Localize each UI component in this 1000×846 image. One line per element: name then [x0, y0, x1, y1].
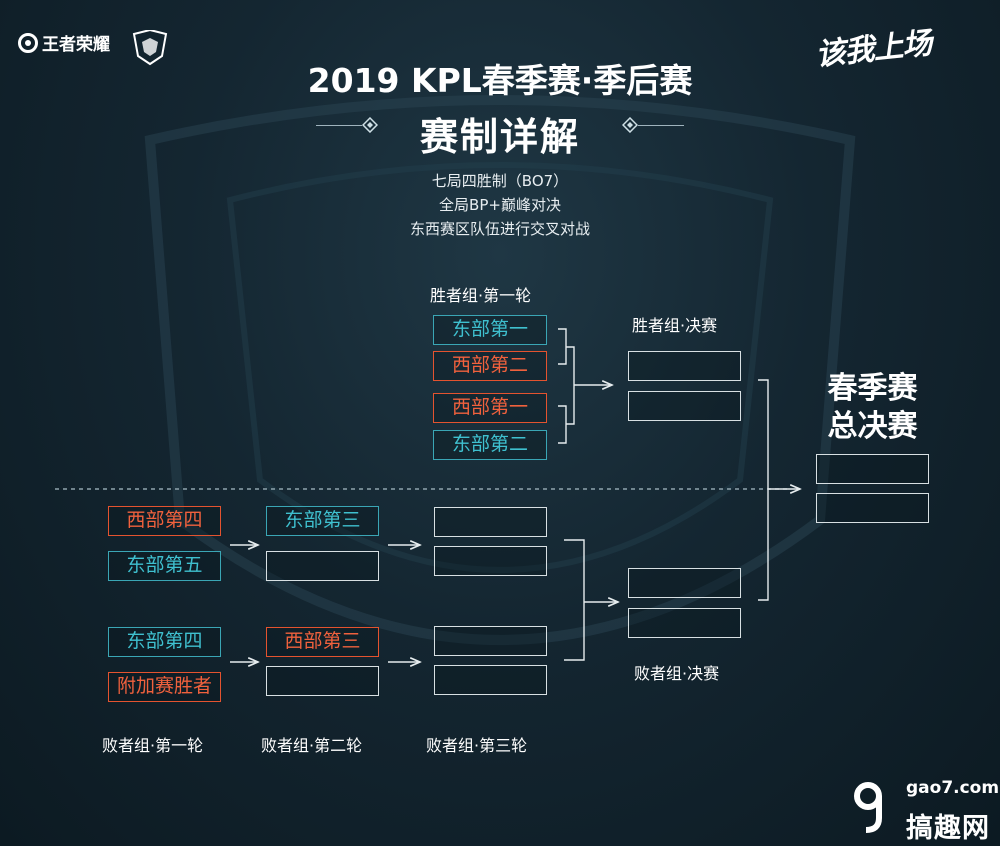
losers-r2-slot-3: 西部第三 [266, 627, 379, 657]
losers-final-slot-1 [628, 568, 741, 598]
grand-final-slot-1 [816, 454, 929, 484]
rule-line-3: 东西赛区队伍进行交叉对战 [409, 220, 590, 238]
losers-r1-slot-3: 东部第四 [108, 627, 221, 657]
label-winners-r1: 胜者组·第一轮 [430, 286, 532, 305]
rule-line-1: 七局四胜制（BO7） [431, 172, 569, 190]
losers-r3-slot-1 [434, 507, 547, 537]
title-divider-left [316, 125, 362, 126]
losers-r1-slot-2: 东部第五 [108, 551, 221, 581]
losers-r3-slot-4 [434, 665, 547, 695]
grand-final-title-2: 总决赛 [827, 409, 918, 444]
losers-r3-slot-3 [434, 626, 547, 656]
grand-final-slot-2 [816, 493, 929, 523]
label-losers-r2: 败者组·第二轮 [261, 736, 363, 755]
winners-final-slot-2 [628, 391, 741, 421]
title-divider-right [638, 125, 684, 126]
watermark-name: 搞趣网 [906, 813, 990, 844]
kpl-logo-icon [132, 30, 168, 66]
winners-r1-slot-4: 东部第二 [433, 430, 547, 460]
label-losers-final: 败者组·决赛 [634, 664, 720, 683]
diamond-right-icon [622, 117, 638, 133]
winners-r1-slot-1: 东部第一 [433, 315, 547, 345]
winners-final-slot-1 [628, 351, 741, 381]
losers-r2-slot-1: 东部第三 [266, 506, 379, 536]
watermark-domain: gao7.com [906, 778, 1000, 798]
diamond-left-icon [362, 117, 378, 133]
losers-r2-slot-2 [266, 551, 379, 581]
page-subtitle: 赛制详解 [419, 115, 580, 159]
gao7-logo-icon [854, 782, 882, 833]
logo-text: 王者荣耀 [42, 35, 110, 55]
winners-r1-slot-3: 西部第一 [433, 393, 547, 423]
honor-of-kings-logo: 王者荣耀 [18, 30, 110, 55]
winners-r1-slot-2: 西部第二 [433, 351, 547, 381]
label-losers-r1: 败者组·第一轮 [102, 736, 204, 755]
page-title: 2019 KPL春季赛·季后赛 [307, 61, 693, 100]
losers-final-slot-2 [628, 608, 741, 638]
losers-r1-slot-4: 附加赛胜者 [108, 672, 221, 702]
label-winners-final: 胜者组·决赛 [632, 316, 718, 335]
losers-r2-slot-4 [266, 666, 379, 696]
losers-r1-slot-1: 西部第四 [108, 506, 221, 536]
grand-final-title-1: 春季赛 [827, 371, 918, 406]
label-losers-r3: 败者组·第三轮 [426, 736, 528, 755]
losers-r3-slot-2 [434, 546, 547, 576]
rule-line-2: 全局BP+巅峰对决 [439, 196, 561, 214]
logo-ring-icon [18, 32, 38, 53]
